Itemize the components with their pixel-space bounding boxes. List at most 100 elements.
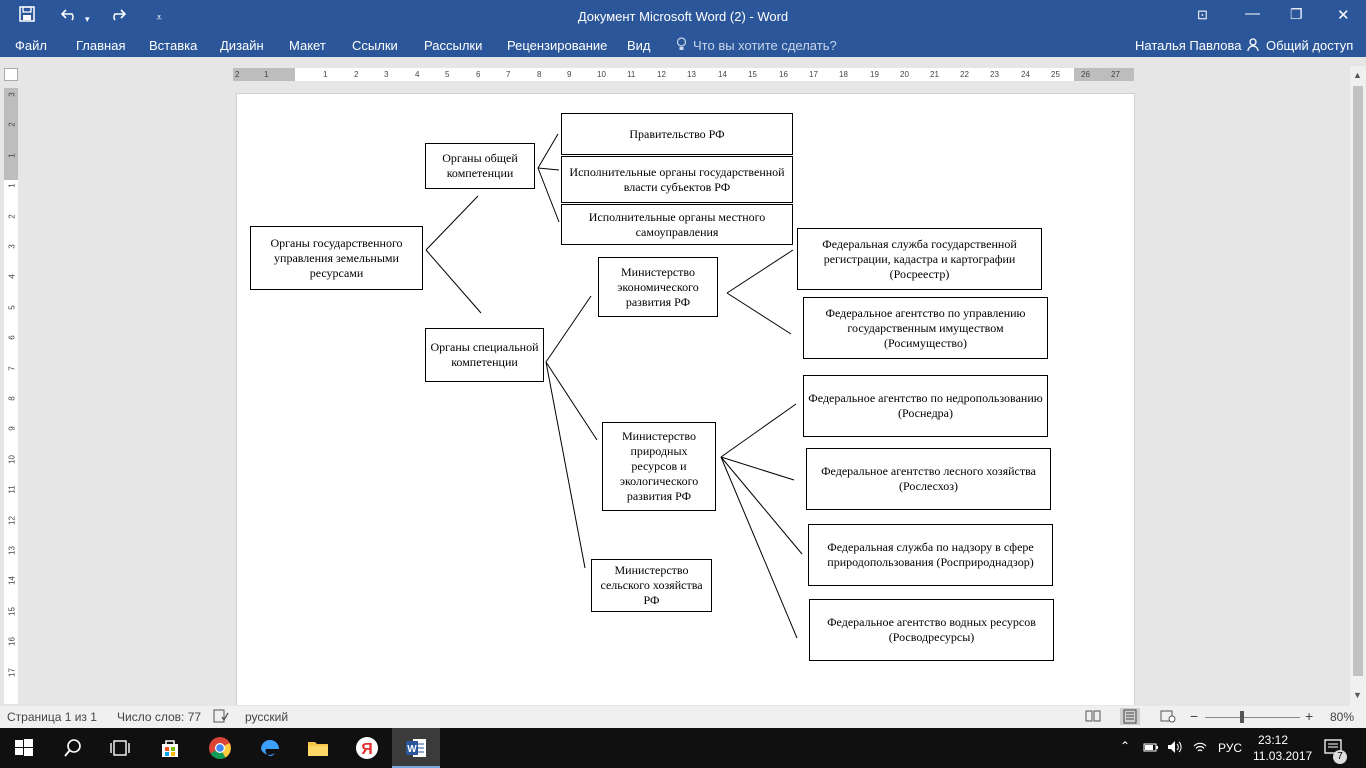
- search-icon[interactable]: [61, 736, 85, 760]
- scrollbar-thumb[interactable]: [1353, 86, 1363, 676]
- tab-file[interactable]: Файл: [15, 38, 47, 53]
- network-icon[interactable]: [1192, 740, 1208, 757]
- ruler-tick: 1: [323, 70, 328, 79]
- customize-quick-access-icon[interactable]: ⩡: [156, 12, 163, 24]
- battery-icon[interactable]: [1143, 740, 1159, 757]
- yandex-browser-icon[interactable]: Я: [355, 736, 379, 760]
- restore-button[interactable]: ❐: [1290, 6, 1303, 22]
- box-rosimushchestvo[interactable]: Федеральное агентство по управлению госу…: [803, 297, 1048, 359]
- box-ministry-agriculture[interactable]: Министерство сельского хозяйства РФ: [591, 559, 712, 612]
- box-special-competence[interactable]: Органы специальной компетенции: [425, 328, 544, 382]
- vertical-scrollbar[interactable]: ▲ ▼: [1350, 66, 1366, 706]
- web-layout-icon[interactable]: [1160, 709, 1176, 726]
- ruler-tick: 16: [779, 70, 788, 79]
- chrome-icon[interactable]: [208, 736, 232, 760]
- user-name[interactable]: Наталья Павлова: [1135, 38, 1242, 53]
- word-taskbar-button[interactable]: W: [392, 728, 440, 768]
- box-rosreestr[interactable]: Федеральная служба государственной регис…: [797, 228, 1042, 290]
- zoom-out-button[interactable]: −: [1190, 708, 1199, 724]
- svg-text:Я: Я: [361, 741, 373, 758]
- ruler-tick: 18: [839, 70, 848, 79]
- scroll-up-icon[interactable]: ▲: [1353, 70, 1362, 80]
- ruler-tick: 27: [1111, 70, 1120, 79]
- box-ministry-economy[interactable]: Министерство экономического развития РФ: [598, 257, 718, 317]
- undo-dropdown-icon[interactable]: ▾: [85, 14, 90, 24]
- zoom-level[interactable]: 80%: [1330, 710, 1355, 724]
- ribbon-tabs: Файл Главная Вставка Дизайн Макет Ссылки…: [0, 33, 1366, 57]
- word-count[interactable]: Число слов: 77: [117, 710, 202, 724]
- tab-layout[interactable]: Макет: [289, 38, 326, 53]
- ruler-tick: 22: [960, 70, 969, 79]
- box-regional-executive[interactable]: Исполнительные органы государственной вл…: [561, 156, 793, 203]
- redo-icon[interactable]: [108, 6, 127, 28]
- ruler-tick: 23: [990, 70, 999, 79]
- tab-selector[interactable]: [4, 68, 18, 81]
- tell-me-input[interactable]: Что вы хотите сделать?: [693, 38, 837, 53]
- taskbar: Я W ⌃ РУС 23:12 11.03.2017 7: [0, 728, 1366, 768]
- ruler-tick: 10: [597, 70, 606, 79]
- zoom-slider-thumb[interactable]: [1240, 711, 1244, 723]
- ruler-tick: 2: [354, 70, 359, 79]
- person-icon: [1247, 38, 1261, 55]
- minimize-button[interactable]: —: [1245, 5, 1260, 22]
- tray-expand-icon[interactable]: ⌃: [1120, 739, 1131, 753]
- box-general-competence[interactable]: Органы общей компетенции: [425, 143, 535, 189]
- ruler-tick: 9: [567, 70, 572, 79]
- clock[interactable]: 23:12 11.03.2017: [1253, 732, 1312, 764]
- ruler-tick: 11: [627, 70, 636, 79]
- tab-view[interactable]: Вид: [627, 38, 651, 53]
- edge-icon[interactable]: [258, 736, 282, 760]
- tab-home[interactable]: Главная: [76, 38, 126, 53]
- box-ministry-nature[interactable]: Министерство природных ресурсов и эколог…: [602, 422, 716, 511]
- box-rosnedra[interactable]: Федеральное агентство по недропользовани…: [803, 375, 1048, 437]
- status-bar: Страница 1 из 1 Число слов: 77 русский −…: [0, 706, 1366, 728]
- task-view-icon[interactable]: [108, 736, 132, 760]
- ruler-tick: 26: [1081, 70, 1090, 79]
- tab-design[interactable]: Дизайн: [220, 38, 264, 53]
- ruler-tick: 1: [264, 70, 269, 79]
- windows-start-icon[interactable]: [12, 736, 36, 760]
- scroll-down-icon[interactable]: ▼: [1353, 690, 1362, 700]
- share-button[interactable]: Общий доступ: [1266, 38, 1354, 53]
- file-explorer-icon[interactable]: [306, 736, 330, 760]
- box-rosvodresursy[interactable]: Федеральное агентство водных ресурсов (Р…: [809, 599, 1054, 661]
- ruler-tick: 8: [537, 70, 542, 79]
- ruler-tick: 7: [506, 70, 511, 79]
- zoom-slider[interactable]: [1205, 717, 1300, 718]
- volume-icon[interactable]: [1167, 740, 1183, 757]
- window-title: Документ Microsoft Word (2) - Word: [577, 9, 789, 24]
- box-government[interactable]: Правительство РФ: [561, 113, 793, 155]
- box-rosleshoz[interactable]: Федеральное агентство лесного хозяйства …: [806, 448, 1051, 510]
- page-count[interactable]: Страница 1 из 1: [7, 710, 97, 724]
- ruler-tick: 14: [718, 70, 727, 79]
- ruler-tick: 2: [235, 70, 240, 79]
- ruler-tick: 19: [870, 70, 879, 79]
- ruler-tick: 21: [930, 70, 939, 79]
- language-indicator[interactable]: русский: [245, 710, 289, 724]
- ribbon-display-icon[interactable]: ⊡: [1197, 7, 1208, 22]
- box-root[interactable]: Органы государственного управления земел…: [250, 226, 423, 290]
- zoom-in-button[interactable]: +: [1305, 708, 1314, 724]
- tab-review[interactable]: Рецензирование: [507, 38, 608, 53]
- lightbulb-icon: [676, 37, 687, 55]
- ruler-tick: 5: [445, 70, 450, 79]
- tab-references[interactable]: Ссылки: [352, 38, 398, 53]
- box-local-government[interactable]: Исполнительные органы местного самоуправ…: [561, 204, 793, 245]
- print-layout-icon[interactable]: [1120, 708, 1140, 725]
- ruler-tick: 20: [900, 70, 909, 79]
- undo-icon[interactable]: [60, 6, 79, 28]
- store-icon[interactable]: [158, 736, 182, 760]
- ruler-tick: 6: [476, 70, 481, 79]
- ruler-tick: 24: [1021, 70, 1030, 79]
- box-rosprirodnadzor[interactable]: Федеральная служба по надзору в сфере пр…: [808, 524, 1053, 586]
- input-language[interactable]: РУС: [1218, 741, 1243, 755]
- read-mode-icon[interactable]: [1085, 709, 1101, 726]
- close-button[interactable]: ✕: [1337, 7, 1350, 24]
- tab-mailings[interactable]: Рассылки: [424, 38, 483, 53]
- tab-insert[interactable]: Вставка: [149, 38, 198, 53]
- save-icon[interactable]: [19, 6, 35, 28]
- proofing-icon[interactable]: [213, 709, 229, 726]
